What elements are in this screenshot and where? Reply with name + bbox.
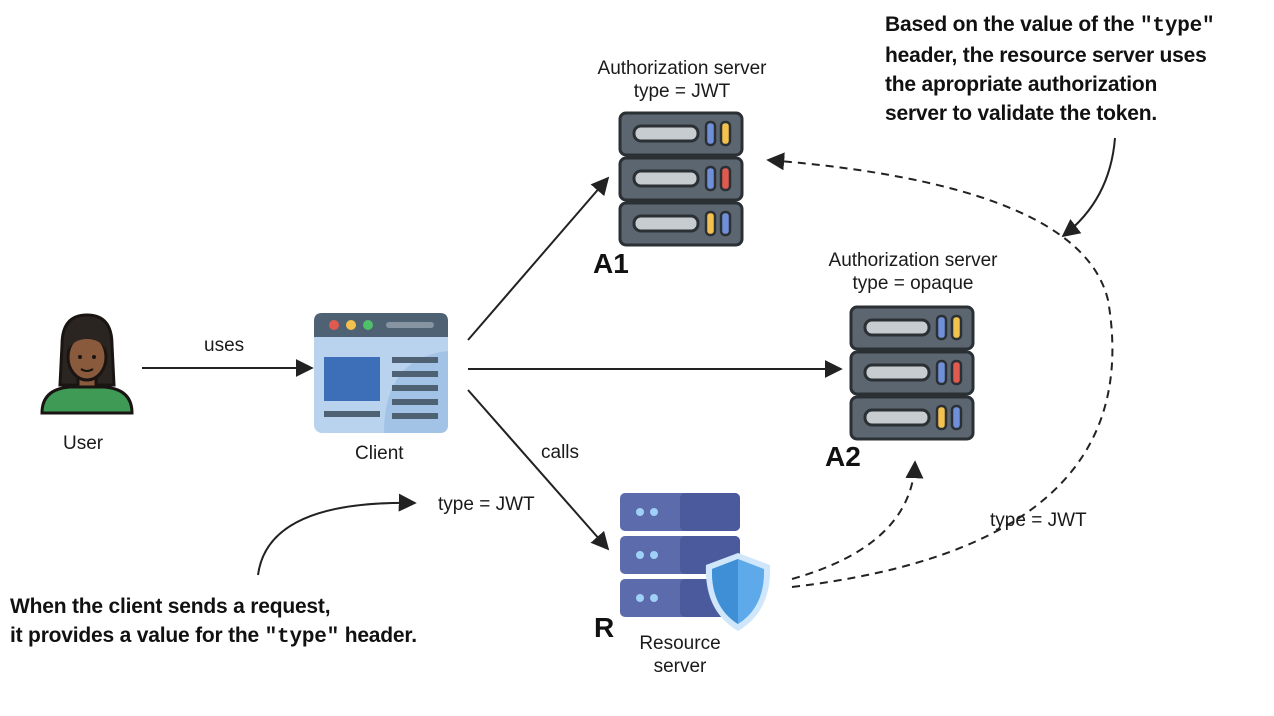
client-browser-icon xyxy=(314,313,448,433)
auth-opaque-title-line1: Authorization server xyxy=(828,250,998,271)
auth-jwt-title-line2: type = JWT xyxy=(633,81,731,102)
client-label: Client xyxy=(355,443,404,464)
note-top-line4: server to validate the token. xyxy=(885,102,1157,125)
auth-opaque-title-line2: type = opaque xyxy=(852,273,974,294)
edge-label-calls: calls xyxy=(541,442,580,463)
type-header-code: "type" xyxy=(1140,15,1215,38)
auth-server-opaque-icon xyxy=(849,305,975,441)
note-top-pointer xyxy=(1061,137,1116,238)
note-bottom-line2: it provides a value for the "type" heade… xyxy=(10,624,417,649)
user-label: User xyxy=(63,433,104,454)
arrow-client-to-resource xyxy=(467,389,610,551)
user-icon xyxy=(40,313,134,415)
shield-icon xyxy=(705,553,771,631)
auth-jwt-id: A1 xyxy=(593,248,629,279)
note-top-line3: the apropriate authorization xyxy=(885,73,1158,96)
note-top: Based on the value of the "type" header,… xyxy=(885,10,1215,128)
note-bottom: When the client sends a request, it prov… xyxy=(10,592,417,652)
edge-label-uses: uses xyxy=(204,335,245,356)
arrow-client-to-a1 xyxy=(467,176,610,341)
type-header-code: "type" xyxy=(264,626,340,649)
edge-label-validate-type: type = JWT xyxy=(990,510,1087,531)
resource-label-line2: server xyxy=(653,656,707,677)
note-top-line2: header, the resource server uses xyxy=(885,44,1207,67)
auth-server-jwt-icon xyxy=(618,111,744,247)
resource-label-line1: Resource xyxy=(639,633,721,654)
dashed-arrow-resource-to-a2 xyxy=(791,460,924,580)
note-bottom-pointer xyxy=(257,493,417,576)
edge-label-request-type: type = JWT xyxy=(438,494,535,515)
auth-opaque-id: A2 xyxy=(825,441,861,472)
note-top-line1: Based on the value of the "type" xyxy=(885,13,1215,38)
resource-id: R xyxy=(594,612,615,643)
dashed-arrow-resource-to-a1 xyxy=(766,152,1114,588)
note-bottom-line1: When the client sends a request, xyxy=(10,595,331,618)
auth-jwt-title-line1: Authorization server xyxy=(597,58,767,79)
